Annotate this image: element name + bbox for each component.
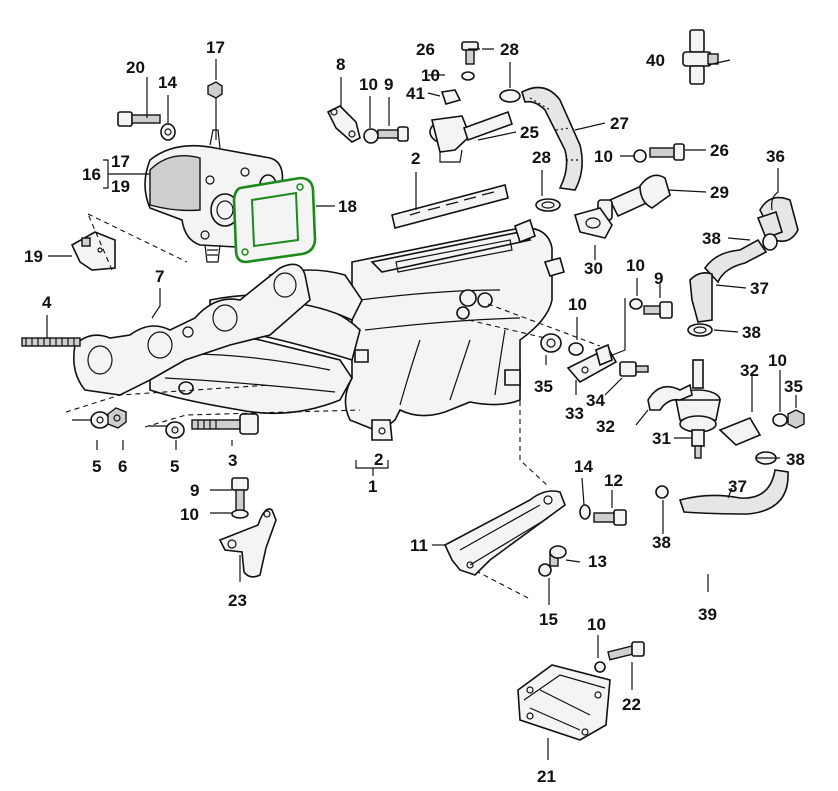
callout-9: 9 xyxy=(384,75,393,94)
callout-13: 13 xyxy=(588,552,607,571)
throttle-position-switch xyxy=(70,231,116,271)
callout-28: 28 xyxy=(532,148,551,167)
callout-9: 9 xyxy=(190,481,199,500)
callout-20: 20 xyxy=(126,58,145,77)
callout-17: 17 xyxy=(206,38,225,57)
valve-29 xyxy=(597,143,685,221)
callout-10: 10 xyxy=(594,147,613,166)
callout-19: 19 xyxy=(24,247,43,266)
bracket-8 xyxy=(326,105,409,144)
hose-clamp-28 xyxy=(535,198,561,212)
clamp-32 xyxy=(647,383,693,411)
hose-39 xyxy=(688,521,771,590)
callout-36: 36 xyxy=(766,147,785,166)
callout-38: 38 xyxy=(702,229,721,248)
hose-37-upper xyxy=(689,233,778,323)
callout-41: 41 xyxy=(406,84,425,103)
callout-5: 5 xyxy=(170,457,179,476)
callout-12: 12 xyxy=(604,471,623,490)
callout-29: 29 xyxy=(710,183,729,202)
callout-37: 37 xyxy=(728,477,747,496)
throttle-fasteners xyxy=(117,81,223,141)
callout-10: 10 xyxy=(180,505,199,524)
callout-18: 18 xyxy=(338,197,357,216)
callout-9: 9 xyxy=(654,269,663,288)
center-right-fasteners xyxy=(540,298,673,356)
callout-23: 23 xyxy=(228,591,247,610)
callout-40: 40 xyxy=(646,51,665,70)
callout-14: 14 xyxy=(574,457,593,476)
callout-10: 10 xyxy=(626,256,645,275)
callout-38: 38 xyxy=(786,450,805,469)
callout-10: 10 xyxy=(568,295,587,314)
control-unit-21 xyxy=(517,641,645,741)
callout-31: 31 xyxy=(652,429,671,448)
bracket-33 xyxy=(566,343,618,384)
callout-10: 10 xyxy=(359,75,378,94)
callout-25: 25 xyxy=(520,123,539,142)
valve-assembly xyxy=(429,41,514,163)
callout-32: 32 xyxy=(596,417,615,436)
callout-21: 21 xyxy=(537,767,556,786)
callout-5: 5 xyxy=(92,457,101,476)
name-plate xyxy=(391,184,509,229)
callout-27: 27 xyxy=(610,114,629,133)
callout-16: 16 xyxy=(82,165,101,184)
callout-39: 39 xyxy=(698,605,717,624)
callout-37: 37 xyxy=(750,279,769,298)
callout-6: 6 xyxy=(118,457,127,476)
gasket-30 xyxy=(574,207,613,239)
callout-35: 35 xyxy=(534,377,553,396)
callout-22: 22 xyxy=(622,695,641,714)
callout-34: 34 xyxy=(586,391,605,410)
callout-19: 19 xyxy=(111,177,130,196)
manifold-gasket xyxy=(72,263,311,396)
callout-10: 10 xyxy=(587,615,606,634)
callout-10: 10 xyxy=(421,66,440,85)
callout-32: 32 xyxy=(740,361,759,380)
tee-connector-40 xyxy=(682,29,719,85)
hose-27 xyxy=(499,86,583,191)
callout-2: 2 xyxy=(374,450,383,469)
callout-3: 3 xyxy=(228,451,237,470)
fasteners-lower-left xyxy=(90,381,259,439)
callout-labels: 20 14 17 16 17 19 18 19 4 7 8 10 9 2 26 … xyxy=(24,38,805,786)
callout-26: 26 xyxy=(710,141,729,160)
callout-38: 38 xyxy=(652,533,671,552)
callout-33: 33 xyxy=(565,404,584,423)
callout-28: 28 xyxy=(500,40,519,59)
leader-lines xyxy=(46,48,797,760)
callout-38: 38 xyxy=(742,323,761,342)
callout-17: 17 xyxy=(111,152,130,171)
callout-11: 11 xyxy=(410,536,428,555)
callout-4: 4 xyxy=(42,293,52,312)
throttle-body-gasket-highlighted xyxy=(232,176,317,264)
callout-35: 35 xyxy=(784,377,803,396)
callout-14: 14 xyxy=(158,73,177,92)
callout-30: 30 xyxy=(584,259,603,278)
callout-10: 10 xyxy=(768,351,787,370)
clamps-38 xyxy=(655,323,777,499)
bracket-23 xyxy=(218,477,277,578)
callout-2: 2 xyxy=(411,149,420,168)
bracket-32-right xyxy=(718,409,805,446)
bracket-11 xyxy=(443,490,627,577)
fitting-34 xyxy=(619,361,649,377)
pressure-regulator xyxy=(675,359,721,459)
hose-37-lower xyxy=(678,469,789,515)
callout-8: 8 xyxy=(336,55,345,74)
callout-15: 15 xyxy=(539,610,558,629)
callout-1: 1 xyxy=(368,477,377,496)
callout-7: 7 xyxy=(155,267,164,286)
stud xyxy=(21,337,81,347)
callout-26: 26 xyxy=(416,40,435,59)
hose-36 xyxy=(756,196,799,243)
